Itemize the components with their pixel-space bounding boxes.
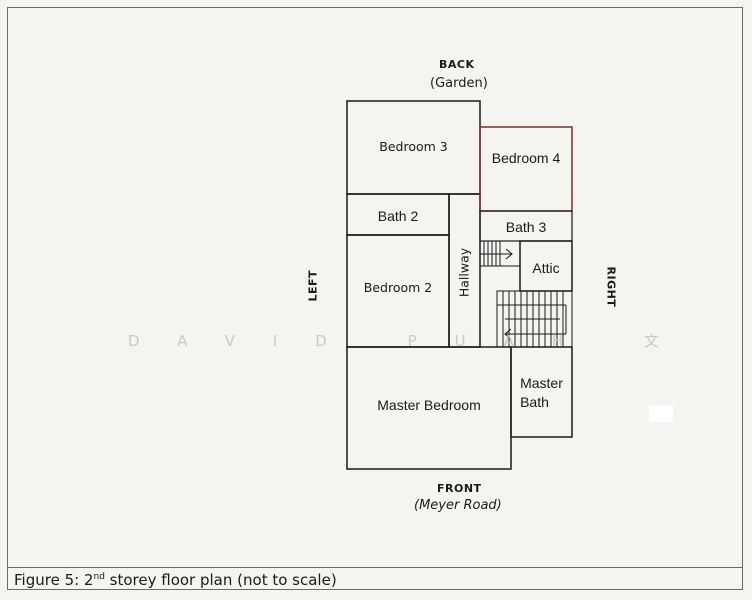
label-bedroom2: Bedroom 2 bbox=[363, 280, 433, 295]
figure-frame bbox=[7, 7, 743, 590]
label-bedroom4: Bedroom 4 bbox=[491, 150, 561, 166]
label-left: LEFT bbox=[306, 269, 320, 302]
figure-caption: Figure 5: 2nd storey floor plan (not to … bbox=[14, 571, 337, 589]
label-master-bath-line1: Master bbox=[520, 375, 563, 391]
room-bath3 bbox=[479, 210, 573, 242]
scan-artifact bbox=[649, 405, 673, 422]
upper-stair bbox=[479, 240, 521, 267]
label-bath3: Bath 3 bbox=[505, 219, 547, 235]
main-stair bbox=[496, 290, 573, 348]
label-bedroom3: Bedroom 3 bbox=[379, 139, 448, 154]
caption-bar bbox=[7, 567, 743, 590]
label-bath2: Bath 2 bbox=[377, 208, 419, 224]
label-back: BACK bbox=[439, 58, 475, 71]
label-back-sub: (Garden) bbox=[430, 76, 488, 91]
caption-sup: nd bbox=[93, 572, 105, 582]
label-hallway: Hallway bbox=[456, 247, 472, 298]
label-master-bath-line2: Bath bbox=[520, 394, 549, 410]
caption-prefix: Figure 5: 2 bbox=[14, 571, 94, 589]
label-master-bedroom: Master Bedroom bbox=[377, 397, 481, 413]
label-right: RIGHT bbox=[604, 266, 618, 308]
label-front-sub: (Meyer Road) bbox=[414, 498, 502, 513]
watermark: DAVID PUAH 文 bbox=[128, 332, 697, 350]
caption-suffix: storey floor plan (not to scale) bbox=[104, 571, 337, 589]
room-bedroom4 bbox=[479, 126, 573, 212]
label-attic: Attic bbox=[532, 260, 560, 276]
label-front: FRONT bbox=[437, 482, 482, 495]
room-master-bath bbox=[510, 346, 573, 438]
